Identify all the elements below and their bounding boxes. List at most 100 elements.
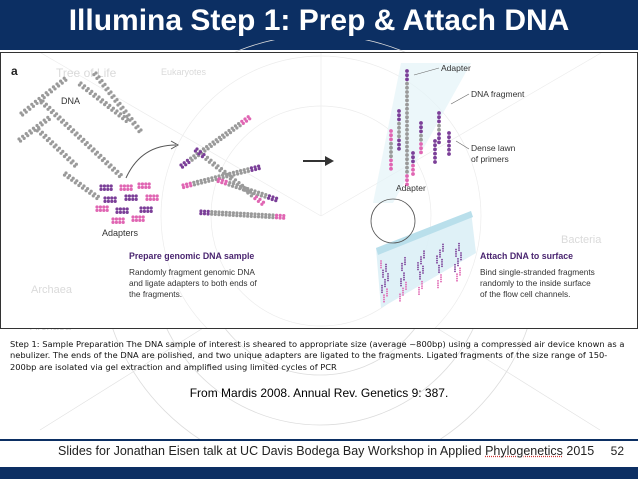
dna-fragment: [62, 154, 67, 159]
dna-fragment-label: DNA fragment: [471, 89, 525, 99]
adapter-bead: [111, 220, 115, 224]
ligated-fragment: [199, 209, 203, 213]
primer-bead: [384, 283, 386, 286]
ligated-fragment: [221, 171, 225, 176]
primer-bead: [422, 272, 424, 274]
ligated-fragment: [267, 213, 271, 217]
zoomed-strand-bead: [397, 130, 401, 134]
adapter-bead: [118, 207, 122, 211]
primer-bead: [419, 273, 421, 276]
zoomed-strand-bead: [419, 137, 423, 142]
fig-bg-eukaryotes: Eukaryotes: [161, 67, 207, 77]
primer-bead: [405, 281, 407, 284]
zoomed-strand-bead: [405, 153, 409, 157]
primer-bead: [438, 264, 440, 267]
primer-bead: [419, 271, 421, 274]
zoomed-strand-bead: [411, 159, 415, 164]
ligated-fragment: [239, 169, 243, 173]
ligated-fragment: [241, 121, 245, 126]
primer-bead: [459, 269, 461, 272]
ligated-fragment: [245, 189, 249, 193]
dna-fragment: [35, 101, 39, 106]
ligated-fragment: [231, 182, 235, 186]
dna-fragment: [60, 120, 64, 124]
primer-bead: [400, 278, 402, 280]
dna-fragment: [57, 84, 61, 88]
zoomed-strand-bead: [437, 115, 441, 120]
dna-fragment: [60, 81, 64, 85]
primer-bead: [380, 264, 382, 267]
ligated-fragment: [211, 163, 215, 167]
adapter-bead: [152, 197, 156, 201]
primer-bead: [455, 253, 457, 255]
primer-bead: [421, 287, 423, 290]
primer-bead: [440, 276, 442, 279]
dna-fragment: [44, 120, 48, 124]
fig-bg-archaea: Archaea: [31, 284, 73, 296]
zoomed-strand-bead: [433, 143, 437, 148]
primer-bead: [387, 277, 389, 280]
dna-fragment: [137, 130, 141, 134]
zoomed-strand-bead: [389, 162, 393, 167]
dna-fragment: [73, 164, 77, 168]
ligated-fragment: [223, 182, 227, 186]
ligated-fragment: [221, 178, 225, 182]
adapter-bead: [121, 217, 125, 221]
adapter-bead: [144, 182, 148, 186]
primer-bead: [423, 256, 425, 259]
dna-fragment: [70, 130, 74, 134]
dna-fragment: [131, 122, 135, 126]
ligated-fragment: [282, 216, 286, 220]
adapter-bead: [141, 215, 145, 219]
figure-caption: Step 1: Sample Preparation The DNA sampl…: [10, 339, 625, 372]
ligated-fragment: [185, 182, 189, 186]
ligated-fragment: [271, 195, 275, 199]
primer-bead: [436, 257, 438, 260]
dna-fragment: [66, 176, 70, 180]
ligated-fragment: [231, 211, 235, 215]
ligated-fragment: [210, 178, 215, 182]
zoomed-strand-bead: [405, 77, 409, 82]
primer-bead: [385, 270, 387, 272]
primer-bead: [459, 267, 461, 270]
adapter-bead: [125, 207, 129, 211]
ligated-fragment: [238, 124, 242, 128]
dna-fragment: [40, 123, 44, 127]
primer-bead: [418, 286, 420, 289]
zoomed-strand-bead: [419, 142, 423, 146]
primer-bead: [438, 271, 440, 274]
adapter-bead: [137, 182, 141, 186]
dna-fragment: [46, 93, 50, 97]
zoomed-strand-bead: [405, 182, 409, 187]
ligated-fragment: [207, 160, 211, 164]
primer-bead: [383, 296, 385, 299]
ligated-fragments: [179, 115, 286, 220]
ligated-fragment: [217, 210, 221, 214]
zoomed-strand-bead: [405, 157, 409, 162]
zoomed-strand-bead: [405, 123, 409, 128]
dna-fragment: [104, 162, 108, 166]
ligated-fragment: [241, 188, 245, 192]
primer-bead: [436, 261, 438, 264]
ligated-fragment: [248, 190, 253, 194]
dna-fragment: [66, 126, 71, 131]
dna-strands: [17, 71, 143, 201]
dna-fragment: [88, 91, 92, 96]
ligated-fragment: [253, 214, 257, 219]
zoomed-strand-bead: [411, 151, 415, 155]
zoomed-strand-bead: [411, 155, 415, 160]
primer-bead: [459, 274, 461, 276]
zoomed-strand-bead: [405, 161, 409, 166]
zoomed-strand-bead: [447, 131, 451, 135]
dna-fragment: [77, 136, 81, 140]
ligated-fragment: [217, 177, 221, 181]
ligated-fragment: [213, 210, 217, 214]
zoom-circle: [370, 198, 416, 244]
footer-highlight: Phylogenetics: [485, 444, 563, 458]
step-arrowhead: [325, 156, 334, 166]
ligated-fragment: [260, 215, 264, 219]
adapter-bead: [129, 187, 133, 191]
ligated-fragment: [225, 174, 229, 178]
dna-fragment: [95, 97, 100, 101]
ligated-fragment: [224, 179, 228, 183]
